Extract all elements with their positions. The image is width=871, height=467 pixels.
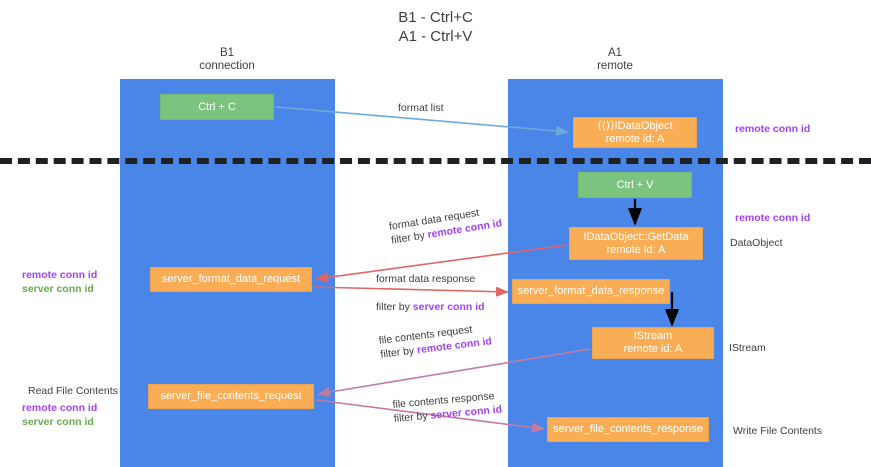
annotation-server-conn-id-2: server conn id	[22, 416, 94, 428]
node-istream-label: IStream	[633, 330, 673, 342]
annotation-server-conn-id-1: server conn id	[22, 283, 94, 295]
node-ctrl-v[interactable]: Ctrl + V	[578, 172, 692, 198]
node-server-format-data-request-label: server_format_data_request	[161, 273, 301, 285]
annotation-remote-conn-id-1: remote conn id	[22, 269, 98, 281]
edge-label-file-contents-request-filter: filter by	[379, 344, 418, 361]
title-line-1: B1 - Ctrl+C	[398, 9, 473, 26]
annotation-istream: IStream	[729, 342, 766, 354]
annotation-dataobject: DataObject	[730, 237, 783, 249]
column-header-b1: B1 connection	[152, 47, 302, 73]
annotation-conn-ids-bottom: remote conn id server conn id	[22, 401, 97, 429]
column-header-a1-name: A1	[607, 47, 623, 59]
edge-label-file-contents-response: file contents response filter by server …	[392, 389, 503, 426]
node-istream-sublabel: remote id: A	[623, 343, 683, 355]
phase-divider	[0, 158, 871, 164]
title-line-2: A1 - Ctrl+V	[398, 28, 473, 45]
edge-label-format-list-text: format list	[398, 102, 444, 114]
node-istream[interactable]: IStream remote id: A	[592, 327, 714, 359]
annotation-remote-conn-id-2: remote conn id	[22, 402, 98, 414]
node-idataobject-getdata[interactable]: IDataObject::GetData remote id: A	[569, 227, 703, 260]
node-server-file-contents-request-label: server_file_contents_request	[160, 390, 302, 402]
node-server-format-data-request[interactable]: server_format_data_request	[150, 267, 312, 292]
node-getdata-label: IDataObject::GetData	[583, 230, 689, 243]
node-server-file-contents-response-label: server_file_contents_response	[553, 423, 703, 435]
page-title: B1 - Ctrl+C A1 - Ctrl+V	[0, 8, 871, 46]
edge-label-format-data-response: format data response filter by server co…	[376, 272, 485, 314]
edge-label-file-contents-response-filter: filter by	[393, 409, 431, 425]
node-server-format-data-response[interactable]: server_format_data_response	[512, 279, 670, 304]
node-ctrl-c-label: Ctrl + C	[198, 100, 236, 113]
annotation-read-file-contents: Read File Contents	[28, 385, 118, 397]
node-server-file-contents-request[interactable]: server_file_contents_request	[148, 384, 314, 409]
column-header-b1-name: B1	[219, 47, 235, 59]
node-ctrl-c[interactable]: Ctrl + C	[160, 94, 274, 120]
node-server-file-contents-response[interactable]: server_file_contents_response	[547, 417, 709, 442]
annotation-remote-conn-id-mid: remote conn id	[735, 212, 811, 224]
edge-label-format-data-response-key: server conn id	[412, 301, 485, 313]
column-header-a1: A1 remote	[540, 47, 690, 73]
node-server-format-data-response-label: server_format_data_response	[517, 285, 665, 297]
annotation-remote-conn-id-top: remote conn id	[735, 123, 811, 135]
node-idataobject-label: ⟨⟨⟩⟩IDataObject	[597, 119, 673, 132]
edge-label-file-contents-request: file contents request filter by remote c…	[378, 320, 493, 361]
node-idataobject-sublabel: remote id: A	[605, 132, 665, 145]
node-ctrl-v-label: Ctrl + V	[616, 178, 654, 191]
annotation-write-file-contents: Write File Contents	[733, 425, 823, 437]
edge-label-format-data-response-line1: format data response	[376, 273, 476, 285]
edge-label-format-data-response-filter: filter by	[376, 301, 413, 313]
annotation-conn-ids-top: remote conn id server conn id	[22, 268, 97, 296]
edge-label-format-list: format list	[398, 101, 444, 115]
node-getdata-sublabel: remote id: A	[606, 243, 666, 256]
column-header-b1-role: connection	[199, 60, 255, 72]
node-idataobject[interactable]: ⟨⟨⟩⟩IDataObject remote id: A	[573, 117, 697, 148]
edge-label-format-data-request: format data request filter by remote con…	[388, 202, 503, 247]
column-header-a1-role: remote	[597, 60, 633, 72]
